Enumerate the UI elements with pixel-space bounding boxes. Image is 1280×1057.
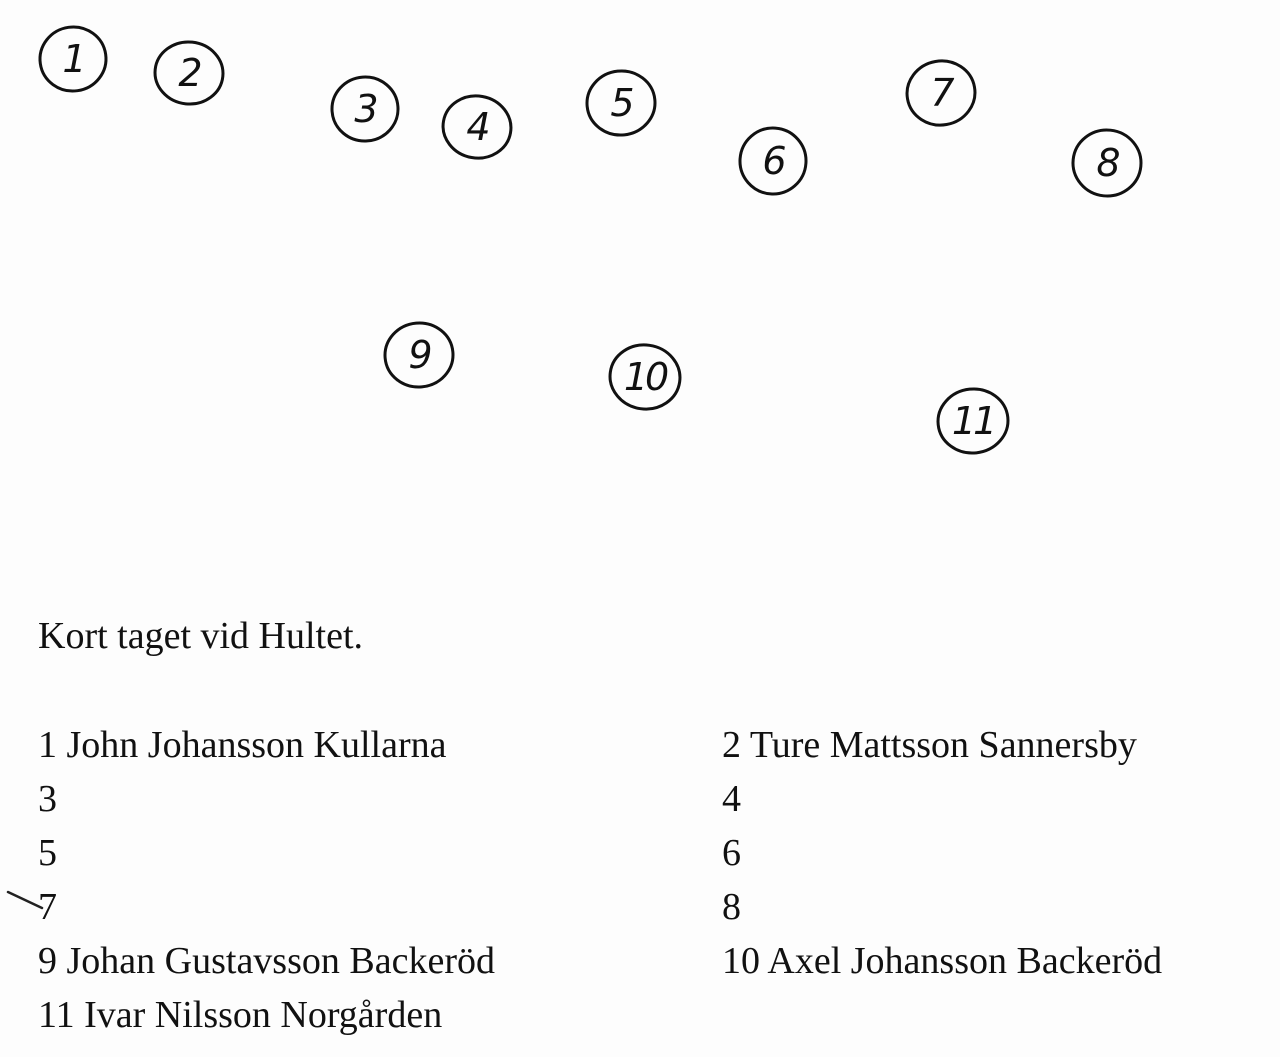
legend-entry: 5 — [38, 832, 57, 874]
photo-caption: Kort taget vid Hultet. — [38, 615, 364, 657]
circle-icon — [608, 343, 682, 411]
marker-1: 1 — [36, 22, 110, 96]
circle-icon — [905, 59, 977, 127]
marker-8: 8 — [1070, 126, 1144, 200]
marker-2: 2 — [152, 36, 226, 110]
circle-icon — [585, 69, 657, 137]
legend-row: 7 8 — [38, 880, 1268, 934]
marker-3: 3 — [328, 72, 402, 146]
marker-label: 1 — [62, 37, 86, 81]
legend-entry: 6 — [722, 832, 741, 874]
legend-entry: 9 Johan Gustavsson Backeröd — [38, 940, 495, 982]
marker-label: 4 — [466, 105, 490, 149]
circle-icon — [330, 75, 400, 143]
legend-row: 9 Johan Gustavsson Backeröd 10 Axel Joha… — [38, 934, 1268, 988]
legend-entry: 2 Ture Mattsson Sannersby — [722, 724, 1137, 766]
circle-icon — [153, 40, 225, 106]
marker-label: 3 — [354, 87, 378, 131]
circle-icon — [383, 321, 455, 389]
marker-5: 5 — [584, 66, 658, 140]
legend-entry: 7 — [38, 886, 57, 928]
marker-label: 11 — [951, 399, 997, 443]
legend-row: 1 John Johansson Kullarna 2 Ture Mattsso… — [38, 718, 1268, 772]
legend-entry: 3 — [38, 778, 57, 820]
marker-label: 9 — [408, 333, 432, 377]
circle-icon — [1071, 128, 1143, 198]
marker-4: 4 — [440, 90, 514, 164]
marker-label: 8 — [1096, 141, 1120, 185]
legend-entry: 8 — [722, 886, 741, 928]
marker-7: 7 — [904, 56, 978, 130]
legend-entry: 4 — [722, 778, 741, 820]
marker-11: 11 — [936, 384, 1010, 458]
legend-row: 5 6 — [38, 826, 1268, 880]
marker-9: 9 — [382, 318, 456, 392]
legend-row: 11 Ivar Nilsson Norgården — [38, 988, 1268, 1042]
name-legend: 1 John Johansson Kullarna 2 Ture Mattsso… — [38, 718, 1268, 1042]
legend-entry: 11 Ivar Nilsson Norgården — [38, 994, 443, 1036]
marker-label: 2 — [178, 51, 202, 95]
circle-icon — [441, 94, 513, 160]
marker-10: 10 — [608, 340, 682, 414]
marker-label: 5 — [610, 81, 634, 125]
circle-icon — [38, 25, 108, 93]
marker-6: 6 — [736, 124, 810, 198]
circle-icon — [738, 126, 808, 196]
marker-label: 7 — [930, 71, 954, 115]
marker-label: 10 — [623, 355, 669, 399]
legend-entry: 1 John Johansson Kullarna — [38, 724, 447, 766]
circle-icon — [936, 387, 1010, 455]
legend-row: 3 4 — [38, 772, 1268, 826]
numbered-markers-area: 1 2 3 4 5 — [0, 0, 1280, 520]
marker-label: 6 — [762, 139, 786, 183]
pen-stroke-icon — [6, 890, 44, 910]
legend-entry: 10 Axel Johansson Backeröd — [722, 940, 1163, 982]
